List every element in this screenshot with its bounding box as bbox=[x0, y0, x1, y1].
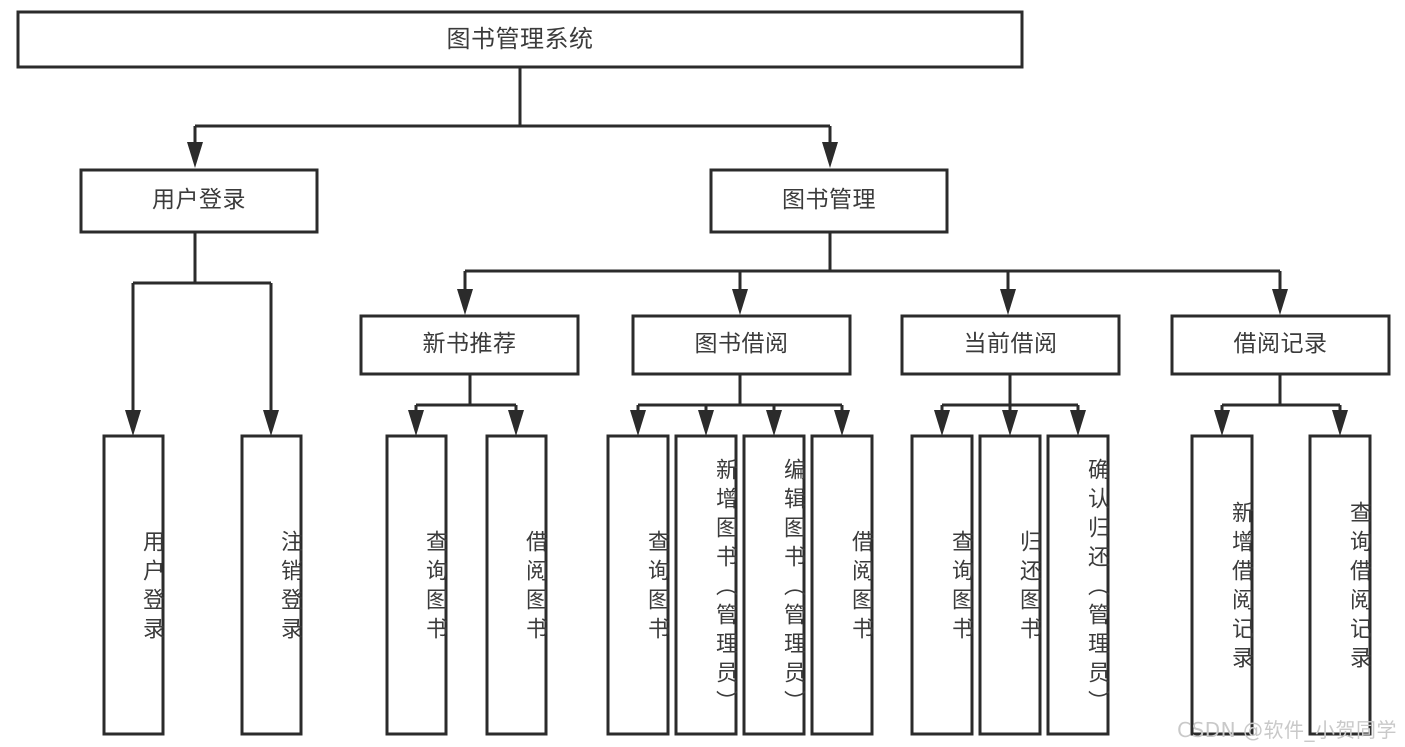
node-box-leaf-currentborrow-1[interactable] bbox=[910, 434, 974, 736]
arrow-leaf-borrowrecord-1 bbox=[1214, 410, 1230, 436]
node-box-leaf-bookborrow-3[interactable] bbox=[742, 434, 806, 736]
arrow-leaf-bookborrow-2 bbox=[698, 410, 714, 436]
node-box-leaf-newbook-1[interactable] bbox=[385, 434, 448, 736]
node-box-leaf-borrowrecord-2[interactable] bbox=[1308, 434, 1372, 736]
node-box-root[interactable] bbox=[16, 10, 1024, 69]
node-box-book-borrow[interactable] bbox=[631, 314, 852, 376]
node-box-leaf-user-login-2[interactable] bbox=[240, 434, 303, 736]
arrow-leaf-newbook-2 bbox=[508, 410, 524, 436]
node-box-leaf-bookborrow-4[interactable] bbox=[810, 434, 874, 736]
node-box-leaf-currentborrow-3[interactable] bbox=[1046, 434, 1110, 736]
node-box-book-management[interactable] bbox=[709, 168, 949, 234]
arrow-user-login bbox=[187, 142, 203, 168]
connector-root-to-level2 bbox=[187, 67, 838, 168]
arrow-leaf-user-login-2 bbox=[263, 410, 279, 436]
node-box-leaf-borrowrecord-1[interactable] bbox=[1190, 434, 1254, 736]
arrow-level3-current-borrow bbox=[1000, 289, 1016, 315]
connector-borrow-record-to-leaves bbox=[1214, 374, 1348, 436]
arrow-book-mgmt bbox=[822, 142, 838, 168]
arrow-leaf-newbook-1 bbox=[408, 410, 424, 436]
node-box-new-book-recommend[interactable] bbox=[359, 314, 580, 376]
csdn-watermark: CSDN @软件_小贺同学 bbox=[1177, 718, 1397, 742]
arrow-leaf-bookborrow-4 bbox=[834, 410, 850, 436]
arrow-leaf-bookborrow-3 bbox=[766, 410, 782, 436]
node-box-leaf-newbook-2[interactable] bbox=[485, 434, 548, 736]
arrow-leaf-currentborrow-2 bbox=[1002, 410, 1018, 436]
arrow-level3-book-borrow bbox=[732, 289, 748, 315]
node-box-leaf-user-login-1[interactable] bbox=[102, 434, 165, 736]
connector-book-borrow-to-leaves bbox=[630, 374, 850, 436]
node-box-borrow-record[interactable] bbox=[1170, 314, 1391, 376]
arrow-leaf-bookborrow-1 bbox=[630, 410, 646, 436]
connector-user-login-to-leaves bbox=[125, 232, 279, 436]
arrow-leaf-currentborrow-1 bbox=[934, 410, 950, 436]
connector-new-book-to-leaves bbox=[408, 374, 524, 436]
arrow-level3-new-book bbox=[457, 289, 473, 315]
arrow-level3-borrow-record bbox=[1272, 289, 1288, 315]
node-box-leaf-bookborrow-1[interactable] bbox=[606, 434, 670, 736]
arrow-leaf-currentborrow-3 bbox=[1070, 410, 1086, 436]
arrow-leaf-borrowrecord-2 bbox=[1332, 410, 1348, 436]
node-box-current-borrow[interactable] bbox=[900, 314, 1121, 376]
connector-current-borrow-to-leaves bbox=[934, 374, 1086, 436]
arrow-leaf-user-login-1 bbox=[125, 410, 141, 436]
node-box-leaf-bookborrow-2[interactable] bbox=[674, 434, 738, 736]
node-box-leaf-currentborrow-2[interactable] bbox=[978, 434, 1042, 736]
connector-book-mgmt-to-level3 bbox=[457, 232, 1288, 315]
node-box-user-login[interactable] bbox=[79, 168, 319, 234]
